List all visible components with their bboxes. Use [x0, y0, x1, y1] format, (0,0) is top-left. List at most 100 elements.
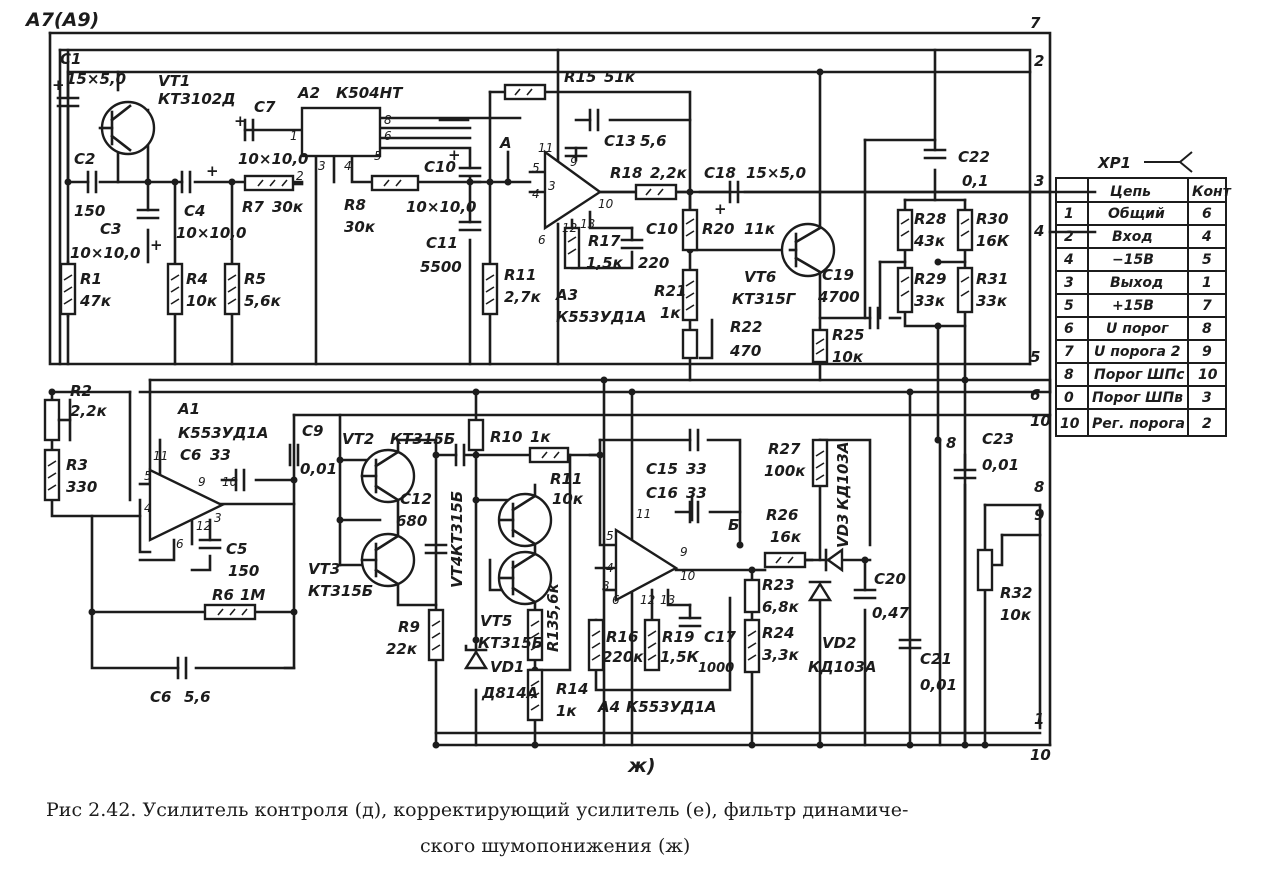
resistor-r2	[43, 398, 61, 442]
connector-row: 4 −15В 5	[1063, 252, 1212, 268]
svg-text:VT5: VT5	[480, 612, 512, 630]
svg-text:R2: R2	[70, 382, 92, 400]
svg-text:6: 6	[176, 537, 184, 551]
ic-a4: A4 К553УД1А 11 5 4 6 9 10 12 13 3	[597, 507, 717, 716]
svg-text:К553УД1А: К553УД1А	[178, 424, 269, 442]
svg-text:C22: C22	[958, 148, 990, 166]
svg-text:Порог ШПв: Порог ШПв	[1092, 390, 1183, 406]
svg-text:4700: 4700	[817, 288, 860, 306]
resistor-r20	[681, 208, 699, 252]
svg-text:R4: R4	[186, 270, 208, 288]
svg-text:30к: 30к	[344, 218, 376, 236]
svg-text:5: 5	[374, 149, 382, 163]
svg-text:5,6к: 5,6к	[544, 582, 562, 620]
svg-text:16К: 16К	[976, 232, 1010, 250]
svg-text:8: 8	[384, 113, 392, 127]
svg-text:Порог ШПс: Порог ШПс	[1094, 367, 1185, 383]
svg-text:U порога 2: U порога 2	[1094, 344, 1181, 360]
svg-text:КТ315Б: КТ315Б	[448, 491, 466, 556]
svg-text:Общий: Общий	[1108, 206, 1165, 222]
svg-text:33: 33	[210, 446, 231, 464]
svg-text:R7: R7	[242, 198, 265, 216]
svg-text:C21: C21	[920, 650, 952, 668]
svg-text:7: 7	[1202, 298, 1212, 314]
svg-text:10×10,0: 10×10,0	[176, 224, 246, 242]
svg-text:12: 12	[640, 593, 655, 607]
svg-text:10×10,0: 10×10,0	[70, 244, 140, 262]
component-labels: VT1 КТ3102Д VT2 КТ315Б VT3 КТ315Б VT4 КТ…	[60, 50, 1032, 720]
svg-text:R29: R29	[914, 270, 946, 288]
svg-text:C1: C1	[60, 50, 81, 68]
svg-text:2: 2	[296, 169, 304, 183]
resistor-symbols	[43, 83, 994, 722]
svg-text:5: 5	[1064, 298, 1074, 314]
resistor-r23	[743, 578, 761, 614]
capacitor-c2	[86, 170, 98, 194]
svg-text:R10: R10	[490, 428, 522, 446]
svg-text:R21: R21	[654, 282, 686, 300]
capacitor-c13	[564, 146, 588, 158]
svg-text:Выход: Выход	[1110, 275, 1163, 291]
svg-text:A1: A1	[177, 400, 200, 418]
connector-row: 0 Порог ШПв 3	[1064, 390, 1212, 406]
svg-text:10×10,0: 10×10,0	[406, 198, 476, 216]
svg-text:КТ3102Д: КТ3102Д	[158, 90, 236, 108]
svg-text:R31: R31	[976, 270, 1008, 288]
svg-text:3,3к: 3,3к	[762, 646, 800, 664]
svg-text:1,5К: 1,5К	[660, 648, 700, 666]
svg-text:1к: 1к	[556, 702, 577, 720]
svg-text:5,6: 5,6	[640, 132, 667, 150]
svg-text:470: 470	[729, 342, 761, 360]
svg-text:16к: 16к	[770, 528, 802, 546]
svg-text:R11: R11	[550, 470, 582, 488]
capacitor-c23	[953, 468, 977, 480]
svg-text:C15: C15	[646, 460, 678, 478]
svg-text:30к: 30к	[272, 198, 304, 216]
resistor-r8	[370, 174, 420, 192]
svg-text:R18: R18	[610, 164, 642, 182]
connector-row: 5 +15В 7	[1064, 298, 1212, 314]
svg-text:A4: A4	[597, 698, 620, 716]
svg-text:КТ315Б: КТ315Б	[308, 582, 373, 600]
svg-text:R30: R30	[976, 210, 1008, 228]
svg-text:КТ315Б: КТ315Б	[478, 634, 543, 652]
svg-text:+: +	[206, 162, 219, 180]
svg-text:1: 1	[1202, 275, 1212, 291]
svg-text:+: +	[448, 146, 461, 164]
svg-text:VT4: VT4	[448, 556, 466, 588]
svg-text:Б: Б	[728, 516, 739, 534]
assembly-label: A7(A9)	[24, 9, 99, 31]
svg-text:0: 0	[1064, 390, 1074, 406]
svg-text:R1: R1	[80, 270, 102, 288]
ic-a1: A1 К553УД1А 11 5 4 6 9 10 12 3	[144, 400, 269, 551]
svg-text:3: 3	[602, 579, 610, 593]
subfigure-label: ж)	[627, 755, 656, 777]
svg-text:C18: C18	[704, 164, 736, 182]
svg-text:13: 13	[580, 217, 595, 231]
svg-text:+: +	[234, 112, 247, 130]
transistor-vt3	[360, 532, 416, 588]
svg-text:2: 2	[1034, 52, 1044, 70]
svg-text:150: 150	[228, 562, 259, 580]
resistor-r11b	[528, 446, 570, 464]
svg-text:150: 150	[74, 202, 105, 220]
svg-text:C6: C6	[150, 688, 171, 706]
svg-text:VT1: VT1	[158, 72, 190, 90]
transistor-vt5	[497, 550, 553, 606]
svg-text:10к: 10к	[1000, 606, 1032, 624]
svg-text:680: 680	[396, 512, 427, 530]
svg-text:4: 4	[532, 187, 540, 201]
svg-text:5: 5	[532, 161, 540, 175]
svg-text:Д814А: Д814А	[481, 684, 538, 702]
svg-text:R8: R8	[344, 196, 366, 214]
capacitor-c15	[688, 428, 700, 452]
svg-text:7: 7	[1064, 344, 1074, 360]
svg-text:+: +	[150, 236, 163, 254]
polarity-marks: + + + + + +	[52, 76, 727, 254]
svg-text:10: 10	[1198, 367, 1218, 383]
connector-row: 2 Вход 4	[1064, 229, 1212, 245]
capacitor-c10	[458, 166, 482, 178]
svg-text:VT3: VT3	[308, 560, 340, 578]
svg-text:220к: 220к	[602, 648, 644, 666]
svg-text:10к: 10к	[552, 490, 584, 508]
